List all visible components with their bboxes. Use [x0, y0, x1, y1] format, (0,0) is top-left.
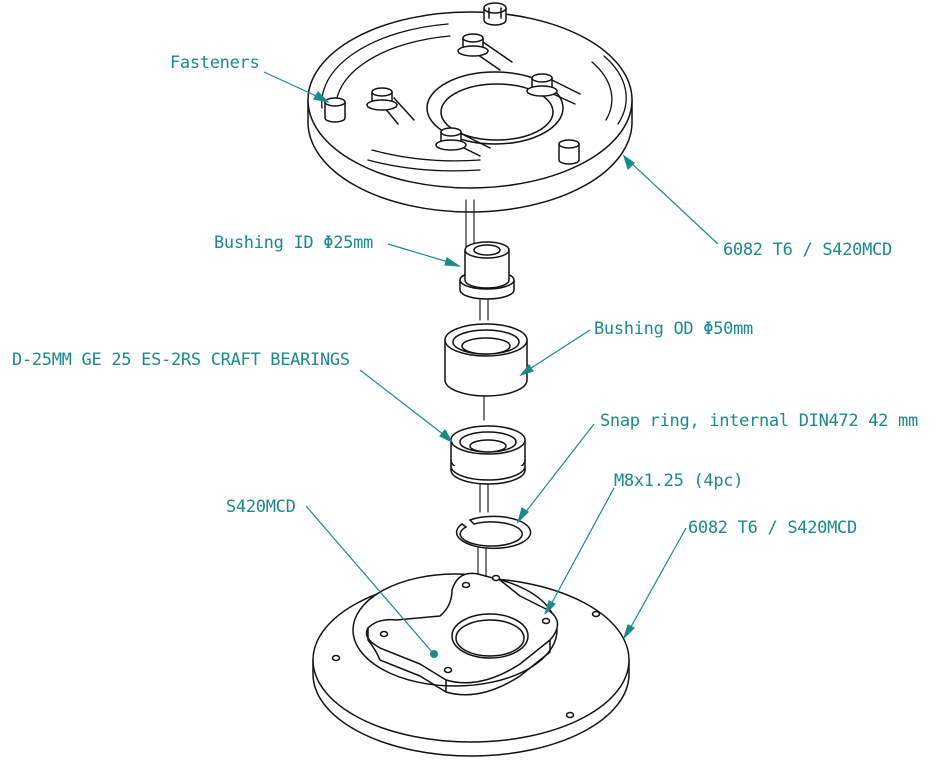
leader-lines [263, 71, 719, 658]
top-plate [307, 2, 633, 213]
callout-bearings: D-25MM GE 25 ES-2RS CRAFT BEARINGS [12, 350, 350, 370]
snap-ring [455, 515, 532, 550]
callout-bolts: M8x1.25 (4pc) [614, 471, 744, 491]
arm-plate [365, 572, 559, 696]
callout-top-plate-material: 6082 T6 / S420MCD [723, 240, 892, 260]
assembly-axis [465, 199, 489, 581]
spherical-bearing [450, 425, 526, 485]
callout-arm-plate-material: S420MCD [226, 497, 296, 517]
callout-bottom-plate-material: 6082 T6 / S420MCD [688, 518, 857, 538]
callout-fasteners: Fasteners [170, 53, 260, 73]
callout-bushing-id: Bushing ID Φ25mm [214, 233, 373, 253]
inner-bushing [459, 241, 515, 300]
callout-snap-ring: Snap ring, internal DIN472 42 mm [600, 411, 918, 431]
callout-bushing-od: Bushing OD Φ50mm [594, 319, 753, 339]
bottom-plate [312, 572, 630, 757]
outer-bushing [444, 323, 528, 397]
fasteners [324, 2, 580, 165]
